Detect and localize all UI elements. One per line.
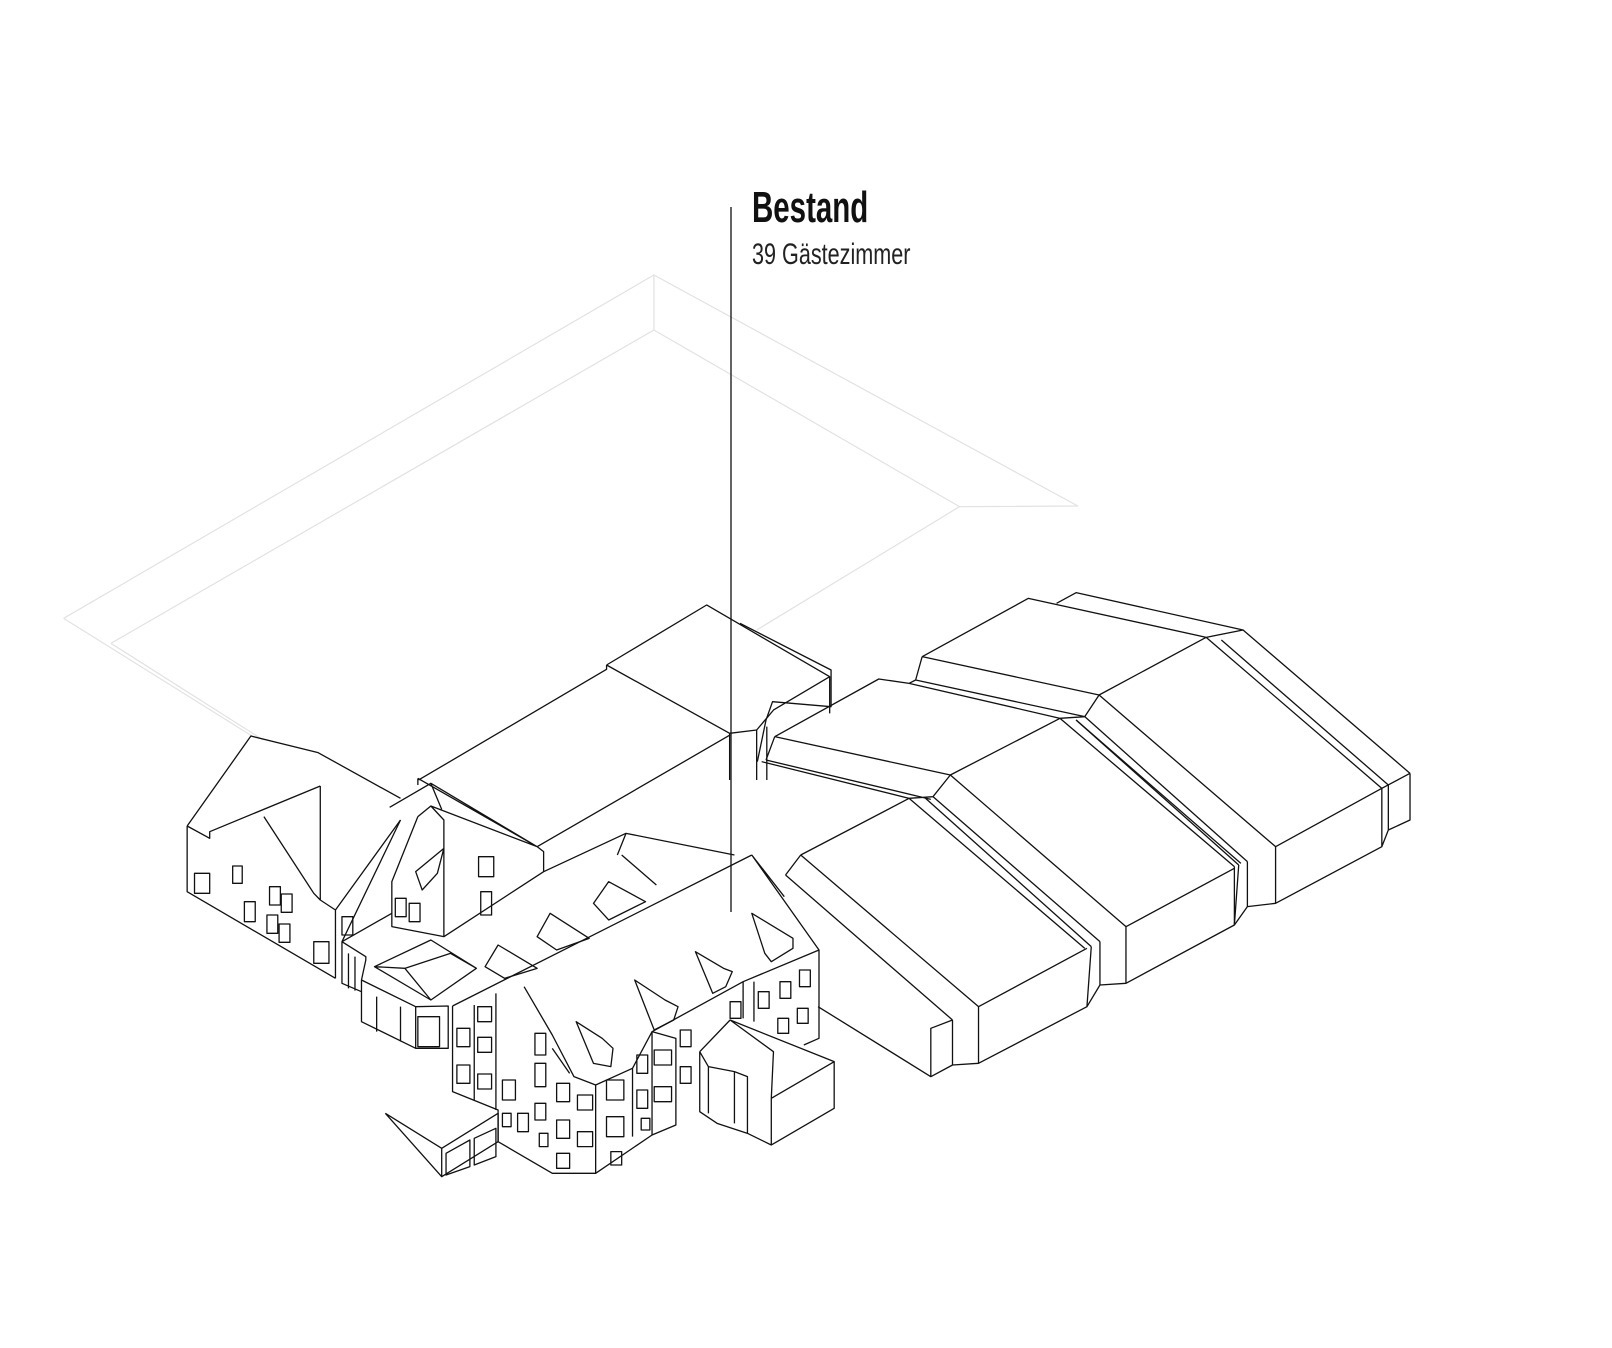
site-outline: [64, 275, 1078, 740]
garage: [385, 1113, 498, 1176]
rear-annex: [700, 1020, 834, 1145]
annotation-subtitle: 39 Gästezimmer: [752, 238, 911, 271]
entrance-pavilion: [342, 820, 476, 1048]
main-building: [453, 833, 819, 1173]
gable-house: [390, 735, 735, 937]
hall-blocks: [740, 593, 1410, 1077]
annotation-title: Bestand: [752, 183, 869, 232]
left-house: [187, 736, 400, 978]
rear-middle-block: [419, 605, 830, 780]
